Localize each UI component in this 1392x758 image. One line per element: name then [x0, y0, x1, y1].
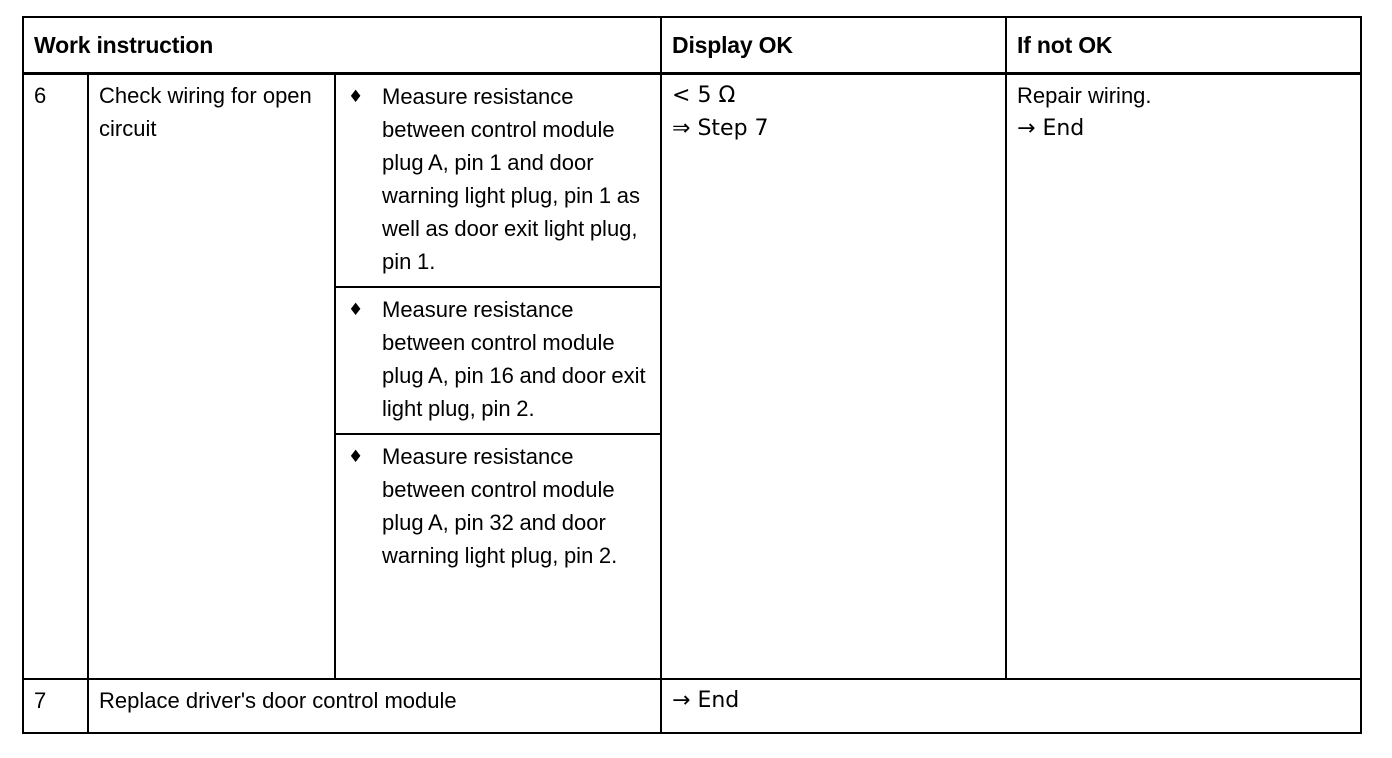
- if-not-ok-action: Repair wiring.: [1017, 83, 1152, 108]
- display-ok-cell-7: → End: [661, 678, 1007, 732]
- diamond-bullet-icon: ♦: [348, 300, 364, 320]
- bullet-item-text: Measure resistance between control modul…: [382, 297, 646, 421]
- table-row-step-7: 7 Replace driver's door control module →…: [24, 678, 1363, 732]
- column-header-work-instruction: Work instruction: [24, 18, 663, 75]
- bullet-item-text: Measure resistance between control modul…: [382, 444, 618, 568]
- bullet-item-text: Measure resistance between control modul…: [382, 84, 640, 274]
- column-header-display-ok: Display OK: [661, 18, 1008, 75]
- step-description-6: Check wiring for open circuit: [88, 73, 336, 680]
- step-bullet-list-6: ♦ Measure resistance between control mod…: [335, 73, 663, 680]
- diamond-bullet-icon: ♦: [348, 447, 364, 467]
- column-header-if-not-ok: If not OK: [1006, 18, 1363, 75]
- diamond-bullet-icon: ♦: [348, 87, 364, 107]
- if-not-ok-cell-7: [1006, 678, 1363, 732]
- if-not-ok-next-step: → End: [1017, 116, 1085, 141]
- if-not-ok-cell-6: Repair wiring. → End: [1006, 74, 1362, 680]
- step-number-7: 7: [24, 678, 89, 732]
- display-ok-next-step: → End: [672, 688, 740, 714]
- display-ok-next-step: ⇒ Step 7: [672, 116, 769, 141]
- step-description-7: Replace driver's door control module: [88, 678, 663, 732]
- display-ok-cell-6: < 5 Ω ⇒ Step 7: [661, 73, 1008, 680]
- display-ok-value: < 5 Ω: [672, 83, 736, 108]
- work-instruction-table: Work instruction Display OK If not OK 6 …: [22, 16, 1363, 734]
- bullet-item: ♦ Measure resistance between control mod…: [336, 75, 661, 288]
- bullet-item: ♦ Measure resistance between control mod…: [336, 288, 661, 435]
- table-row-step-6: 6 Check wiring for open circuit ♦ Measur…: [24, 73, 1362, 680]
- bullet-item: ♦ Measure resistance between control mod…: [336, 435, 660, 580]
- step-number-6: 6: [24, 73, 89, 680]
- table-header-row: Work instruction Display OK If not OK: [24, 18, 1363, 75]
